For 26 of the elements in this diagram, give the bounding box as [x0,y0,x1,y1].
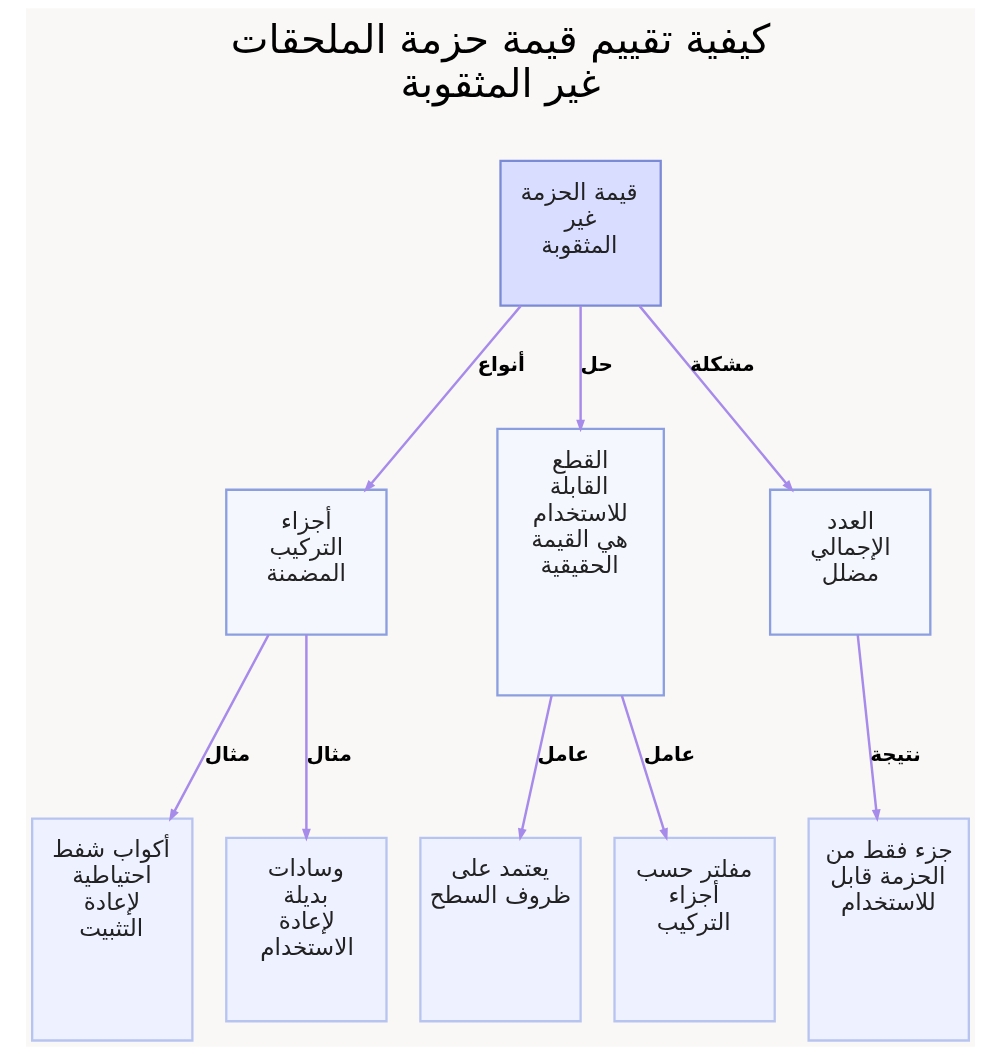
node-box: وسادات بديلة لإعادة الاستخدام [224,836,388,1023]
arrow [363,305,522,493]
arrow [575,305,585,433]
arrow [168,634,270,822]
arrow [638,305,794,493]
edge-label: عامل [536,741,589,766]
arrow [517,695,553,842]
edge-label: أنواع [476,351,525,376]
edge-label: مشكلة [689,351,755,376]
arrow [856,634,881,823]
edge-label: مثال [305,741,352,766]
arrow [620,695,668,841]
node-box: أكواب شفط احتياطية لإعادة التثبيت [30,817,194,1042]
node-box: قيمة الحزمة غير المثقوبة [498,159,662,307]
edge-label: عامل [643,741,695,766]
node-box: أجزاء التركيب المضمنة [224,488,388,636]
edge-label: مثال [204,741,250,766]
node-box: مفلتر حسب أجزاء التركيب [612,836,776,1023]
node-box: جزء فقط من الحزمة قابل للاستخدام [806,817,970,1042]
edge-label: نتيجة [869,741,921,766]
node-box: القطع القابلة للاستخدام هي القيمة الحقيقية [495,427,665,697]
node-box: العدد الإجمالي مضلل [768,488,931,636]
diagram-title: كيفية تقييم قيمة حزمة الملحقات غير المثقوبة [230,15,770,107]
node-box: يعتمد على ظروف السطح [418,836,582,1023]
arrow [301,634,311,842]
edge-label: حل [580,351,613,376]
